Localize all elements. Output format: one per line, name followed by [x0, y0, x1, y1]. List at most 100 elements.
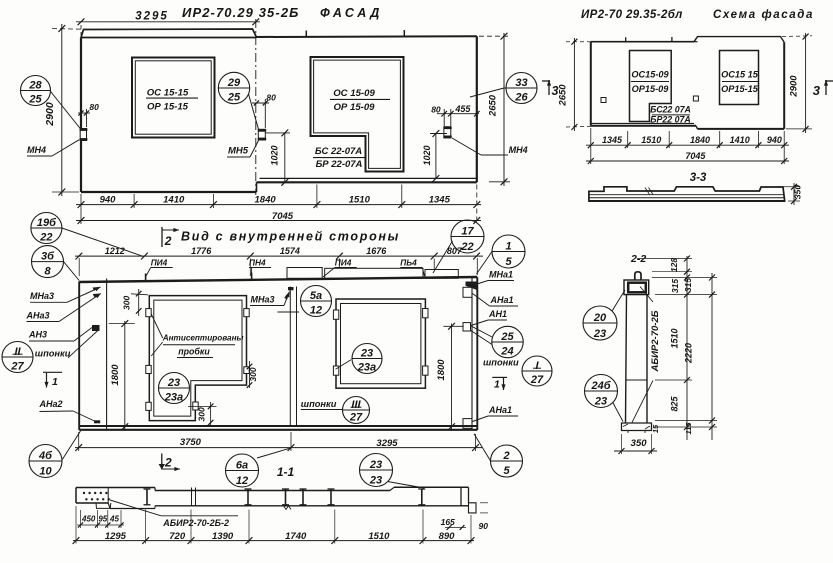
svg-text:5: 5 [505, 256, 512, 268]
svg-text:1574: 1574 [280, 246, 300, 256]
svg-text:165: 165 [441, 517, 455, 527]
svg-text:1345: 1345 [602, 135, 623, 145]
svg-text:АН1: АН1 [488, 309, 507, 319]
svg-text:1345: 1345 [429, 195, 451, 206]
svg-text:15: 15 [651, 424, 660, 433]
svg-text:ОР15-09: ОР15-09 [632, 84, 670, 94]
svg-text:26: 26 [514, 91, 528, 103]
svg-text:II: II [14, 346, 21, 358]
svg-text:АНа1: АНа1 [490, 295, 514, 305]
svg-text:17: 17 [461, 225, 474, 237]
svg-text:1410: 1410 [163, 195, 185, 206]
svg-text:33: 33 [515, 77, 527, 89]
svg-text:2: 2 [164, 456, 172, 470]
svg-text:ФАСАД: ФАСАД [320, 6, 383, 20]
svg-text:12: 12 [236, 475, 248, 487]
svg-text:ОР 15-09: ОР 15-09 [333, 102, 375, 113]
svg-text:29: 29 [227, 77, 241, 89]
svg-text:95: 95 [98, 515, 107, 524]
svg-text:3295: 3295 [376, 438, 398, 449]
svg-text:2650: 2650 [488, 94, 499, 117]
svg-text:Вид с внутренней стороны: Вид с внутренней стороны [181, 230, 400, 244]
svg-text:25: 25 [28, 93, 42, 105]
svg-text:Антисептированы: Антисептированы [162, 333, 244, 342]
svg-text:2220: 2220 [684, 343, 694, 364]
svg-text:2900: 2900 [44, 102, 56, 127]
svg-text:7045: 7045 [685, 151, 706, 161]
svg-text:720: 720 [169, 531, 186, 542]
svg-text:АБИР2-70-2Б: АБИР2-70-2Б [650, 310, 661, 372]
svg-text:БС22 07А: БС22 07А [650, 105, 691, 115]
svg-text:3750: 3750 [180, 437, 202, 448]
svg-text:27: 27 [530, 374, 544, 386]
svg-text:1020: 1020 [422, 145, 432, 165]
svg-text:1020: 1020 [269, 145, 279, 165]
svg-text:III: III [351, 399, 361, 411]
svg-text:19б: 19б [37, 217, 57, 229]
svg-text:ОС15 15: ОС15 15 [721, 70, 759, 80]
svg-text:ОР15-15: ОР15-15 [721, 84, 759, 94]
svg-text:7045: 7045 [272, 211, 294, 222]
svg-text:АНа2: АНа2 [39, 399, 63, 409]
svg-text:1800: 1800 [436, 359, 447, 381]
svg-text:5: 5 [503, 465, 510, 477]
svg-text:ПН4: ПН4 [249, 258, 266, 268]
svg-text:3: 3 [813, 83, 821, 98]
svg-text:2: 2 [164, 234, 172, 248]
svg-text:2: 2 [502, 450, 509, 462]
svg-text:80: 80 [266, 93, 276, 103]
svg-text:1510: 1510 [670, 328, 680, 348]
svg-text:2900: 2900 [789, 75, 800, 98]
svg-text:12: 12 [310, 304, 322, 316]
svg-text:315: 315 [670, 279, 680, 293]
svg-text:5а: 5а [310, 290, 322, 302]
svg-text:3-3: 3-3 [690, 172, 707, 184]
svg-text:пробки: пробки [178, 347, 210, 357]
svg-text:ИР2-70.29 35-2Б: ИР2-70.29 35-2Б [182, 5, 299, 20]
svg-text:300: 300 [196, 407, 206, 421]
svg-text:23: 23 [594, 395, 607, 407]
svg-text:МН5: МН5 [228, 146, 249, 157]
svg-text:1390: 1390 [212, 531, 234, 542]
svg-text:350: 350 [793, 185, 803, 199]
svg-text:80: 80 [89, 102, 99, 112]
svg-text:шпонки: шпонки [483, 358, 519, 368]
svg-text:300: 300 [122, 296, 132, 310]
svg-text:ПЬ4: ПЬ4 [400, 258, 417, 268]
svg-text:1: 1 [52, 376, 58, 388]
svg-text:24б: 24б [590, 380, 611, 392]
svg-text:1: 1 [494, 379, 500, 391]
svg-text:2650: 2650 [557, 84, 568, 107]
svg-text:890: 890 [439, 531, 456, 542]
svg-text:1840: 1840 [255, 195, 277, 206]
svg-text:АНа3: АНа3 [26, 310, 50, 320]
svg-text:1676: 1676 [366, 246, 387, 256]
svg-text:23: 23 [360, 347, 373, 359]
svg-text:АНа1: АНа1 [488, 405, 512, 415]
svg-text:БР 22-07А: БР 22-07А [316, 159, 363, 170]
svg-text:АН3: АН3 [28, 330, 47, 340]
svg-text:МНа3: МНа3 [30, 291, 54, 301]
svg-text:455: 455 [454, 104, 471, 114]
svg-text:825: 825 [670, 396, 680, 412]
svg-text:МН4: МН4 [27, 145, 46, 155]
svg-text:23: 23 [369, 459, 382, 471]
svg-text:940: 940 [100, 195, 117, 206]
svg-text:28: 28 [28, 79, 42, 91]
svg-text:2-2: 2-2 [630, 253, 646, 265]
svg-text:МНа1: МНа1 [489, 270, 513, 280]
svg-text:128: 128 [669, 258, 679, 272]
svg-text:ОС 15-15: ОС 15-15 [147, 87, 189, 98]
svg-text:I: I [535, 360, 539, 372]
svg-text:МН4: МН4 [509, 145, 528, 155]
svg-text:4б: 4б [38, 450, 53, 462]
svg-text:БР22 07А: БР22 07А [650, 115, 690, 125]
svg-text:10: 10 [39, 465, 52, 477]
svg-text:ИР2-70 29.35-2бл: ИР2-70 29.35-2бл [581, 9, 683, 21]
svg-text:22: 22 [39, 231, 52, 243]
svg-text:23: 23 [593, 328, 606, 340]
svg-text:1410: 1410 [730, 135, 750, 145]
svg-text:3б: 3б [41, 250, 55, 262]
svg-text:115: 115 [684, 422, 693, 435]
svg-text:315: 315 [683, 278, 693, 292]
